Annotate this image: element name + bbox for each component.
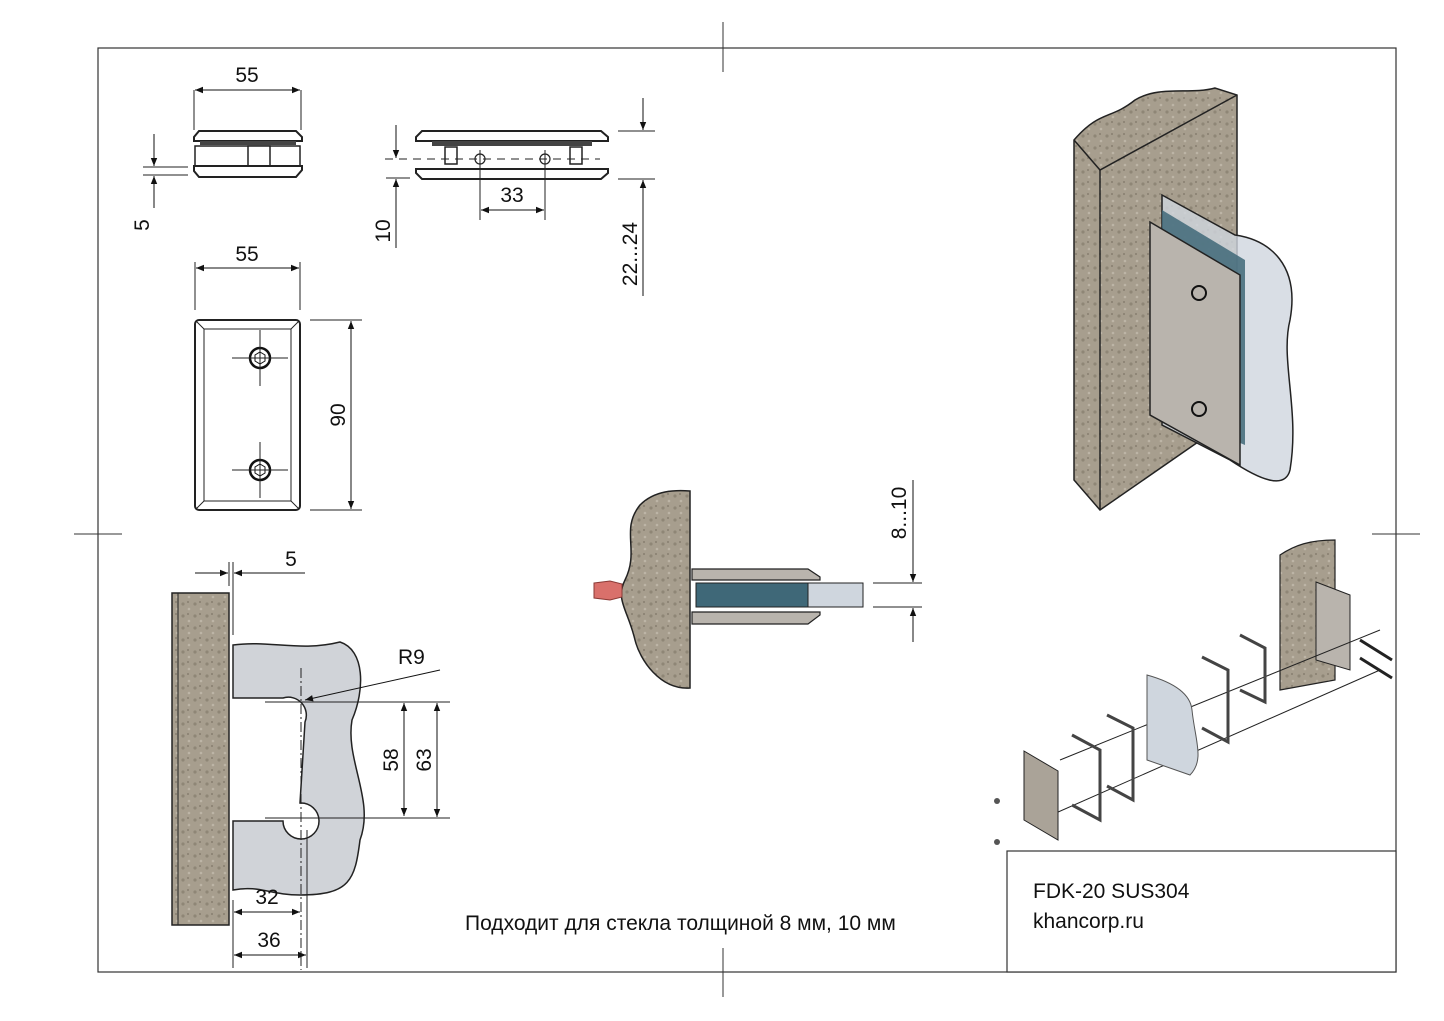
- bolt-icon: [232, 330, 288, 386]
- depth-b-label: 36: [257, 929, 280, 952]
- title-block: FDK-20 SUS304 khancorp.ru: [1006, 850, 1397, 973]
- glass-panel: [807, 582, 864, 608]
- inner-dim-label: 58: [380, 748, 403, 771]
- isometric-view: [1073, 87, 1294, 511]
- wall-section: [171, 592, 230, 926]
- outer-dim-label: 63: [413, 748, 436, 771]
- top-gap-label: 10: [372, 219, 395, 242]
- hole-spacing-label: 33: [500, 184, 523, 207]
- glass-thickness-label: 8...10: [888, 487, 911, 540]
- product-code: FDK-20 SUS304: [1033, 880, 1190, 903]
- section-view: 8...10: [593, 480, 922, 689]
- wall-section: [620, 489, 691, 689]
- side-view: 55 5: [131, 64, 303, 231]
- screw-icon: [1359, 638, 1393, 680]
- offset-label: 5: [285, 548, 297, 571]
- front-height-label: 90: [327, 403, 350, 426]
- side-gap-label: 5: [131, 219, 154, 231]
- wall-plug-icon: [593, 580, 623, 601]
- bolt-icon: [232, 442, 288, 498]
- front-view: 55 90: [194, 243, 362, 511]
- depth-a-label: 32: [255, 886, 278, 909]
- top-view: 33 10 22...24: [372, 98, 655, 296]
- website: khancorp.ru: [1033, 910, 1144, 933]
- clamp-plate: [1149, 220, 1241, 467]
- glass-note: Подходит для стекла толщиной 8 мм, 10 мм: [465, 912, 896, 935]
- thickness-label: 22...24: [619, 222, 642, 287]
- side-width-label: 55: [235, 64, 258, 87]
- exploded-view: [994, 539, 1393, 845]
- drawing-frame: [74, 22, 1420, 997]
- front-width-label: 55: [235, 243, 258, 266]
- radius-label: R9: [398, 646, 425, 669]
- gasket-shape: [232, 641, 365, 896]
- gasket-view: R9 58 63 5 32 36: [171, 548, 450, 970]
- screw-icon: [994, 798, 1000, 845]
